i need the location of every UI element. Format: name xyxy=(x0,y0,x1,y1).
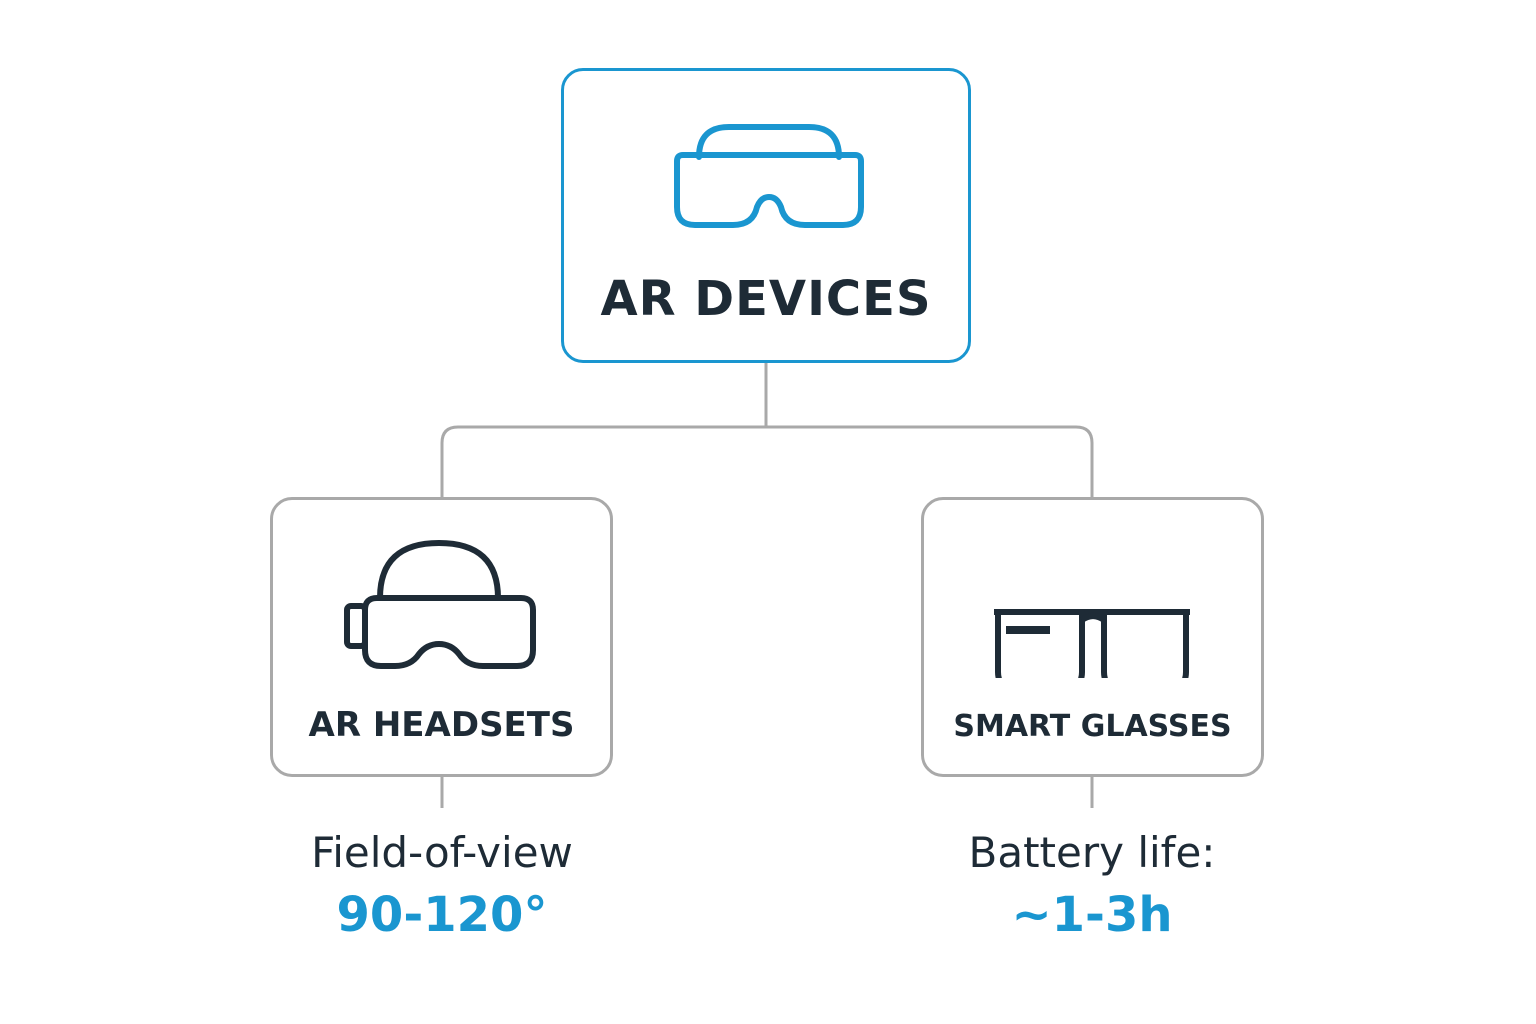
child-node-ar-headsets: AR HEADSETS xyxy=(270,497,613,777)
spec-label-battery-life: Battery life: xyxy=(968,828,1216,877)
child-node-smart-glasses: SMART GLASSES xyxy=(921,497,1264,777)
root-node-ar-devices: AR DEVICES xyxy=(561,68,971,363)
child-node-label-headsets: AR HEADSETS xyxy=(308,705,575,745)
smart-glasses-icon xyxy=(994,609,1190,678)
connector-branch-bar xyxy=(440,425,1094,497)
spec-value-field-of-view: 90-120° xyxy=(336,887,548,943)
spec-value-battery-life: ~1-3h xyxy=(1011,887,1173,943)
ar-headset-icon xyxy=(344,540,536,669)
glasses-spec: Battery life: ~1-3h xyxy=(882,826,1302,948)
spec-label-field-of-view: Field-of-view xyxy=(311,828,573,877)
headsets-spec: Field-of-view 90-120° xyxy=(232,826,652,948)
root-node-label: AR DEVICES xyxy=(600,271,932,327)
ar-goggles-icon xyxy=(674,124,864,228)
child-node-label-glasses: SMART GLASSES xyxy=(953,709,1232,744)
